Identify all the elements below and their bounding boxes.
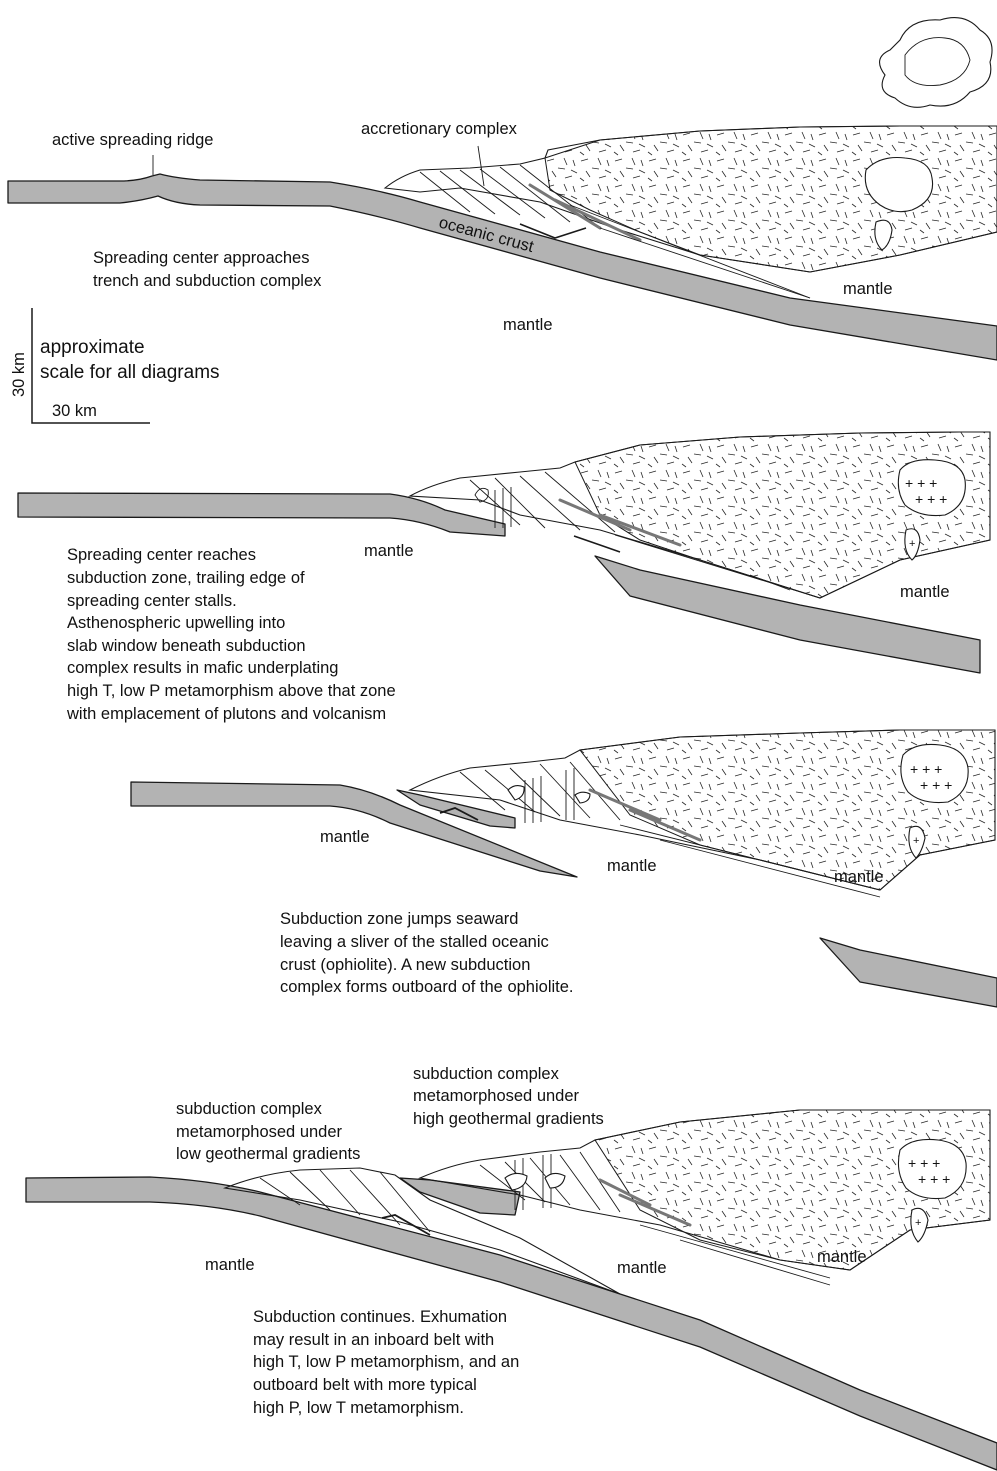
caption-panel-3: Subduction zone jumps seaward leaving a … [280, 910, 574, 996]
label-mantle-p3-mid: mantle [607, 857, 657, 875]
svg-text:+ + +: + + + [918, 1171, 950, 1187]
label-mantle-p1-bottom: mantle [503, 316, 553, 334]
shear-arrow-p2 [574, 536, 620, 552]
label-accretionary-complex: accretionary complex [361, 120, 518, 138]
caption-panel-2: Spreading center reaches subduction zone… [66, 546, 400, 723]
label-active-spreading-ridge: active spreading ridge [52, 131, 213, 149]
svg-text:+ + +: + + + [905, 475, 937, 491]
scale-vertical-label: 30 km [10, 352, 28, 397]
ophiolite-sliver-p4 [400, 1178, 520, 1215]
stalled-plate-slab [18, 493, 505, 536]
panel-2-ridge-reaches-trench: + + + + + + + mantle mantle Spreading ce… [18, 432, 990, 723]
panel-1-ridge-approaches: active spreading ridge accretionary comp… [8, 18, 997, 360]
svg-text:+: + [909, 538, 915, 550]
label-mantle-p1-right: mantle [843, 280, 893, 298]
label-mantle-p3-left: mantle [320, 828, 370, 846]
label-mantle-p4-mid: mantle [617, 1259, 667, 1277]
panel-3-subduction-jump: + + + + + + + mantle mantle mantle Subdu… [131, 730, 997, 1007]
svg-text:+: + [915, 1217, 921, 1229]
label-mantle-p2-left: mantle [364, 542, 414, 560]
svg-text:+ + +: + + + [920, 777, 952, 793]
label-high-geothermal-complex: subduction complex metamorphosed under h… [413, 1065, 604, 1128]
scale-bar: 30 km 30 km approximate scale for all di… [10, 308, 220, 423]
label-mantle-p2-right: mantle [900, 583, 950, 601]
label-low-geothermal-complex: subduction complex metamorphosed under l… [176, 1100, 360, 1163]
caption-panel-4: Subduction continues. Exhumation may res… [253, 1308, 524, 1417]
label-mantle-p3-right: mantle [834, 868, 884, 886]
caption-panel-1: Spreading center approaches trench and s… [93, 249, 322, 290]
panel-4-subduction-continues: + + + + + + + subduction complex metamor… [26, 1065, 997, 1470]
scale-description: approximate scale for all diagrams [40, 337, 220, 383]
svg-text:+ + +: + + + [908, 1155, 940, 1171]
svg-text:+ + +: + + + [910, 761, 942, 777]
scale-horizontal-label: 30 km [52, 402, 97, 420]
volcanic-ash-cloud [880, 18, 992, 108]
label-mantle-p4-right: mantle [817, 1248, 867, 1266]
svg-text:+ + +: + + + [915, 491, 947, 507]
old-slab-fragment [820, 938, 997, 1007]
arc-crust-pattern [545, 126, 997, 272]
label-mantle-p4-left: mantle [205, 1256, 255, 1274]
svg-text:+: + [913, 835, 919, 847]
